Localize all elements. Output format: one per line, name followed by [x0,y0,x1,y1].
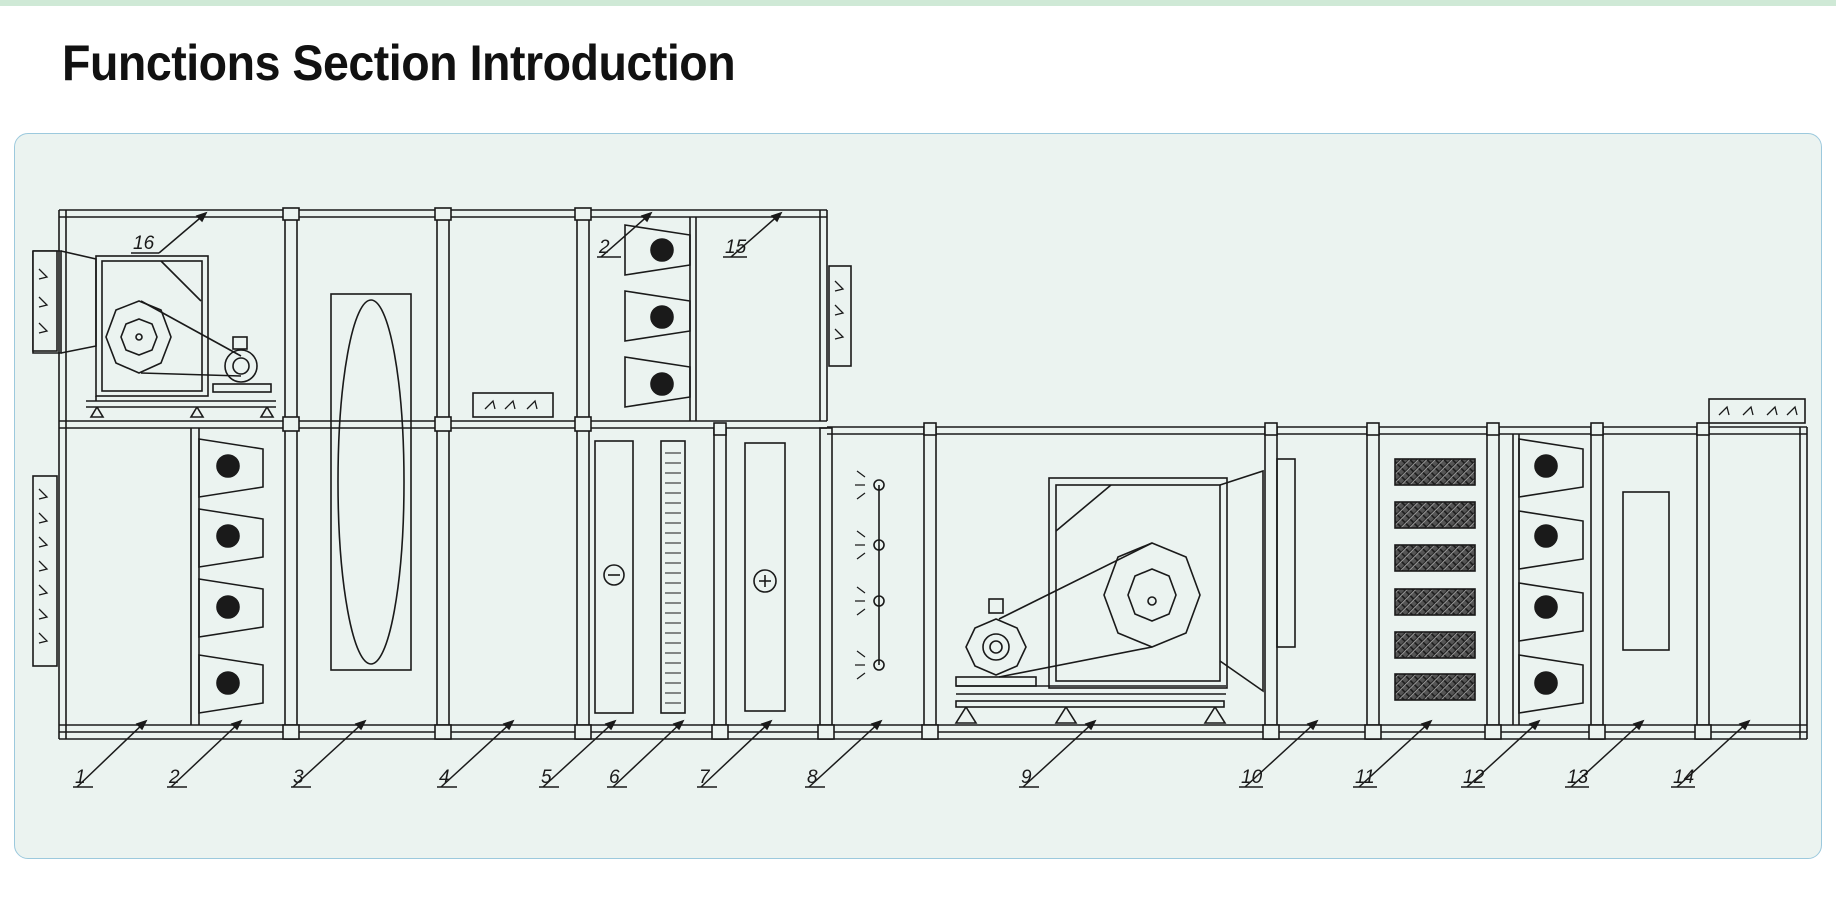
callout-6: 6 [609,767,620,788]
callout-leaders [73,211,1751,788]
callout-1: 1 [75,767,86,788]
access-door-section [330,293,412,671]
callout-14: 14 [1673,767,1694,788]
access-panel-13 [1622,491,1670,651]
heating-coil-section [744,442,786,712]
air-handling-unit-diagram: 1 2 3 4 5 6 7 8 9 10 11 12 13 14 2 15 16 [32,207,1808,788]
bag-filter-lower-left [190,428,264,725]
callout-2: 2 [168,767,180,788]
diagram-panel: 1 2 3 4 5 6 7 8 9 10 11 12 13 14 2 15 16 [14,133,1822,859]
silencer-section [1394,458,1476,701]
page-title: Functions Section Introduction [62,35,736,91]
bag-filter-final [1512,434,1584,725]
callout-13: 13 [1567,767,1589,788]
callout-16: 16 [133,233,155,254]
callout-8: 8 [807,767,818,788]
callout-3: 3 [293,767,304,788]
callout-9: 9 [1021,767,1032,788]
callout-labels: 1 2 3 4 5 6 7 8 9 10 11 12 13 14 2 15 16 [75,233,1694,788]
supply-fan-section [954,469,1264,724]
outside-air-damper-lower [32,475,58,667]
callout-11: 11 [1355,767,1375,788]
cooling-coil-section [594,440,686,714]
top-accent-strip [0,0,1836,6]
outlet-plate [1276,458,1296,648]
callout-12: 12 [1463,767,1485,788]
top-damper-mid [472,392,554,418]
top-damper-outlet [1708,398,1806,424]
humidifier-section [855,470,885,680]
callout-10: 10 [1241,767,1263,788]
callout-5: 5 [541,767,552,788]
bag-filter-upper [624,217,697,421]
callout-4: 4 [439,767,450,788]
outside-air-damper-upper [32,250,58,352]
section-posts [282,207,1712,740]
callout-7: 7 [699,767,711,788]
callout-2-upper: 2 [598,237,610,258]
callout-15: 15 [725,237,747,258]
side-damper-upper-right [828,265,852,367]
return-fan-section [32,250,276,418]
